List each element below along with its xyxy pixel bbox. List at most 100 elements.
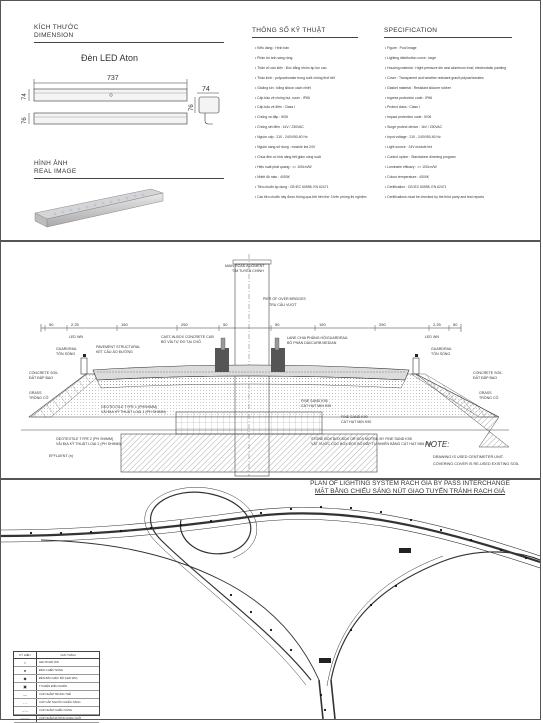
product-photo bbox=[34, 188, 164, 228]
label-stone: STONE BOX BOX BOX OR BOX MOTRIL BY FINE … bbox=[311, 437, 412, 441]
spec-en-item: Housing material : Hight pressure die ca… bbox=[385, 64, 506, 74]
label-effluent: EFFLUENT (n) bbox=[49, 454, 73, 458]
label-guardrail-right-vi: TÔN SÓNG bbox=[431, 351, 450, 356]
legend-row: ▣TỦ ĐIỆN ĐIỀU KHIỂN bbox=[14, 683, 99, 691]
spec-en-item: Gasket material : Resistant silicone rub… bbox=[385, 84, 506, 94]
top-view-profile bbox=[33, 88, 188, 102]
spec-en-item: Input voltage : 210 - 240V/50-60 Hz bbox=[385, 133, 506, 143]
label-pier-en: PIER OF OVER BRIDGES bbox=[263, 297, 306, 301]
real-image-title-vi: HÌNH ẢNH bbox=[34, 160, 68, 167]
tech-spec-vi-item: Chống sét điện : 1kV / 230VAC bbox=[255, 123, 366, 133]
tech-spec-vi-item: Cấp bảo vệ chống bụi, nước : IP66 bbox=[255, 94, 366, 104]
label-concrete-left-vi: ĐẤT ĐẮP BAO bbox=[29, 375, 53, 380]
spec-en-item: Figure : Pool image bbox=[385, 44, 506, 54]
legend-desc: CÁP NGẦM ĐƯỜNG RANH GIỚI bbox=[39, 716, 82, 720]
legend-row: –·–CÁP NGẦM CHIẾU SÁNG bbox=[14, 707, 99, 715]
spec-en-title: SPECIFICATION bbox=[384, 27, 438, 34]
product-spec-panel: KÍCH THƯỚC DIMENSION Đèn LED Aton 737 74… bbox=[0, 0, 541, 241]
median-block-right bbox=[271, 348, 285, 372]
dimension-title-en: DIMENSION bbox=[34, 32, 74, 39]
label-median: LANE CHIA PHÂNG HỘ/GUARDRAIL bbox=[287, 335, 348, 340]
side-view-profile bbox=[33, 112, 188, 125]
tech-spec-vi-item: Phân bố ánh sáng rộng bbox=[255, 54, 366, 64]
legend-symbol-icon: ● bbox=[14, 667, 37, 674]
spec-en-item: Luminaire efficacy : >= 100Lm/W bbox=[385, 163, 506, 173]
spec-en-item: Control option : Standalone dimming prog… bbox=[385, 153, 506, 163]
legend-desc: LED ROAD WN bbox=[39, 660, 59, 664]
legend-symbol-icon: ==== bbox=[14, 715, 37, 722]
label-fine-sand2: FINE SAND K90 bbox=[341, 415, 368, 419]
note-title: NOTE: bbox=[425, 440, 449, 449]
label-concrete-right: CONCRETE SOIL bbox=[473, 371, 502, 375]
dim-label: 150 bbox=[121, 322, 128, 327]
control-cabinet bbox=[399, 548, 411, 553]
label-cast-curb-vi: BÓ VỈA TỰ ĐỔ TẠI CHỖ bbox=[161, 339, 201, 344]
tech-spec-vi-item: Thấu kính : polycarbonate trong suốt chố… bbox=[255, 74, 366, 84]
label-led-right: LED WN bbox=[425, 335, 439, 339]
tech-spec-vi-item: Chống va đập : IK06 bbox=[255, 113, 366, 123]
label-main-road-vi: TIM TUYẾN CHÍNH bbox=[232, 268, 264, 273]
legend-desc: CÁP NGẦM CHIẾU SÁNG bbox=[39, 708, 73, 712]
real-image-underline bbox=[34, 178, 224, 179]
dimension-header: KÍCH THƯỚC DIMENSION bbox=[34, 24, 79, 40]
pier-footing bbox=[120, 433, 378, 473]
legend-symbol-icon: ◆ bbox=[14, 675, 37, 682]
label-pier-vi: TRỤ CẦU VƯỢT bbox=[269, 303, 298, 307]
dim-label: 150 bbox=[319, 322, 326, 327]
tech-spec-vi-item: Nguồn sáng sử dụng : module led 24V bbox=[255, 143, 366, 153]
tech-spec-vi-list: Kiểu dáng : Hình bánPhân bố ánh sáng rộn… bbox=[255, 44, 366, 203]
tech-spec-vi-item: Gioăng kín : bằng silicon cách nhiệt bbox=[255, 84, 366, 94]
label-guardrail-right: GUARDRAIL bbox=[431, 347, 452, 351]
dim-label: 50 bbox=[275, 322, 280, 327]
legend-rows: ○LED ROAD WN●ĐÈN CHIẾU SÁNG ◆ĐÈN BÁO HIỆU… bbox=[14, 659, 99, 723]
label-cast-curb: CAST-IN-BOX CONCRETE CUB bbox=[161, 335, 214, 339]
spec-en-item: Impact protection code : IK06 bbox=[385, 113, 506, 123]
dim-label: 2.25 bbox=[433, 322, 442, 327]
legend-desc: CÁP NGẦM TRUNG THẾ bbox=[39, 692, 71, 696]
south-road bbox=[318, 679, 324, 719]
interchange-plan bbox=[1, 487, 540, 719]
legend-header-desc: CHÚ THÍCH bbox=[60, 653, 76, 657]
median-block-left bbox=[215, 348, 229, 372]
dim-label: 50 bbox=[453, 322, 458, 327]
tech-spec-vi-item: Nhiệt độ màu : 4000K bbox=[255, 173, 366, 183]
real-image-header: HÌNH ẢNH REAL IMAGE bbox=[34, 160, 77, 176]
legend-desc: ĐÈN CHIẾU SÁNG bbox=[39, 668, 64, 672]
end-profile bbox=[198, 96, 220, 114]
label-grass-right-vi: TRỒNG CỎ bbox=[479, 395, 499, 400]
dim-label: 250 bbox=[181, 322, 188, 327]
height-dim-label: 74 bbox=[22, 93, 28, 100]
spec-en-underline bbox=[384, 37, 512, 38]
legend-row: - -CÁP CẤP NGUỒN CHIẾU SÁNG bbox=[14, 699, 99, 707]
label-stone-vi: VẬT VƯỚC CỌC BOX BOX BỎ ĐẮP TỰ NHIÊN BẰN… bbox=[311, 441, 432, 446]
ramp-southwest bbox=[40, 539, 320, 681]
ramp-east bbox=[330, 551, 540, 681]
note-line-1: DRAWING IS USED CENTIMETER UNIT. bbox=[433, 455, 504, 459]
label-concrete-left: CONCRETE SOIL bbox=[29, 371, 58, 375]
dim-label: 50 bbox=[49, 322, 54, 327]
label-fine-sand: FINE SAND K95 bbox=[301, 399, 328, 403]
label-concrete-right-vi: ĐẤT ĐẮP BAO bbox=[473, 375, 497, 380]
real-image-title-en: REAL IMAGE bbox=[34, 168, 77, 175]
dim-label: 250 bbox=[379, 322, 386, 327]
spec-en-item: Certification : CB IEC 60598, EN 62471 bbox=[385, 183, 506, 193]
label-median-vi: BỘ PHÂN DẢI/CURB MEDIAN bbox=[287, 340, 337, 345]
label-led-left: LED WN bbox=[69, 335, 83, 339]
legend-row: ◆ĐÈN BÁO HIỆU BỘ (LED WN) bbox=[14, 675, 99, 683]
spec-en-item: Certifications must be checked by the th… bbox=[385, 193, 506, 203]
legend-symbol-icon: ○ bbox=[14, 659, 37, 666]
tech-spec-vi-item: Kiểu dáng : Hình bán bbox=[255, 44, 366, 54]
dimension-underline bbox=[34, 42, 224, 43]
spec-en-item: Protect class : Class I bbox=[385, 103, 506, 113]
label-geotextile: GEOTEXTILE TYPE 1 (PHSHIMM) bbox=[101, 405, 157, 409]
label-geotextile2: GEOTEXTILE TYPE 2 (PH SHIMM) bbox=[56, 437, 113, 441]
product-name: Đèn LED Aton bbox=[81, 53, 139, 63]
legend-row: ====CÁP NGẦM ĐƯỜNG RANH GIỚI bbox=[14, 715, 99, 723]
spec-en-item: Surge protect device : 1kV / 230VAC bbox=[385, 123, 506, 133]
tech-spec-vi-title: THÔNG SỐ KỸ THUẬT bbox=[252, 27, 326, 34]
label-geotextile2-vi: VẢI ĐỊA KỸ THUẬT LOẠI 2 (PH SHIMM) bbox=[56, 441, 121, 446]
legend-symbol-icon: –·– bbox=[14, 707, 37, 714]
label-guardrail-left-vi: TÔN SÓNG bbox=[56, 351, 75, 356]
label-guardrail-left: GUARDRAIL bbox=[56, 347, 77, 351]
